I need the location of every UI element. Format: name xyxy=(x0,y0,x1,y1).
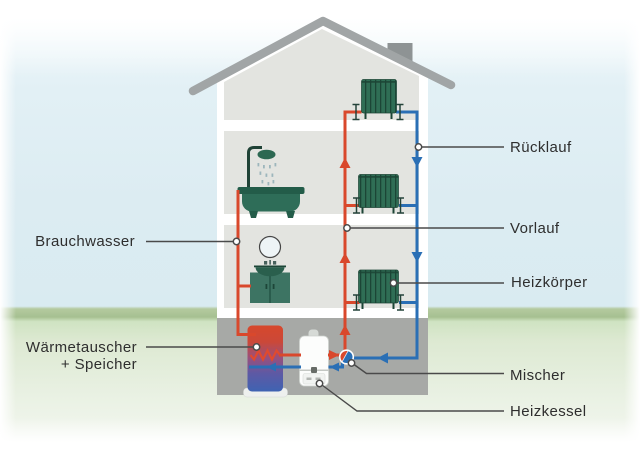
sink-bowl xyxy=(255,267,285,277)
bathtub xyxy=(237,187,305,218)
mirror xyxy=(258,235,282,259)
flow-arrows-blue xyxy=(266,157,423,372)
faucet-icon xyxy=(264,260,277,265)
shower-head-icon xyxy=(257,149,276,160)
label-heizkessel: Heizkessel xyxy=(510,403,587,420)
label-mischer: Mischer xyxy=(510,367,566,384)
label-heizkoerper: Heizkörper xyxy=(511,274,588,291)
leader-lines xyxy=(146,146,504,412)
label-vorlauf: Vorlauf xyxy=(510,220,560,237)
flow-arrows-red xyxy=(329,157,351,360)
attic-radiator xyxy=(361,79,397,119)
lower-radiator xyxy=(358,269,399,309)
heat-exchanger-coil xyxy=(249,348,281,362)
roof xyxy=(188,16,456,96)
storage-tank xyxy=(243,325,288,398)
label-waermetauscher-speicher: Wärmetauscher + Speicher xyxy=(26,339,137,373)
washbasin-cabinet xyxy=(250,265,290,303)
label-ruecklauf: Rücklauf xyxy=(510,139,572,156)
radiator-valves xyxy=(352,103,404,311)
leader-dots xyxy=(232,143,423,388)
label-waermetauscher-line2: + Speicher xyxy=(60,356,137,373)
shower xyxy=(247,146,277,190)
label-brauchwasser: Brauchwasser xyxy=(35,233,135,250)
boiler xyxy=(299,329,329,387)
label-waermetauscher-line1: Wärmetauscher xyxy=(25,339,137,356)
water-drops xyxy=(257,163,277,186)
middle-radiator xyxy=(358,174,399,214)
